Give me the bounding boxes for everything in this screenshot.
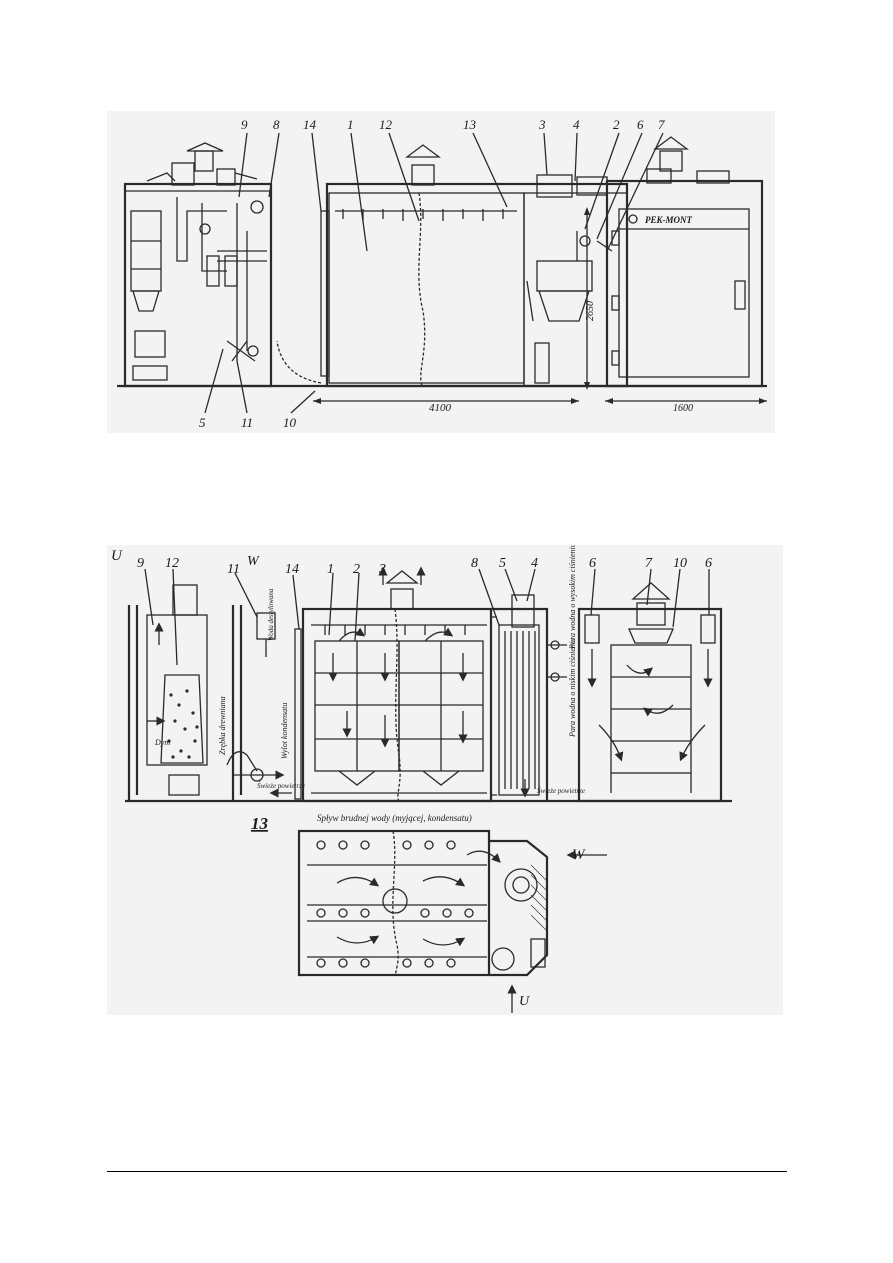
- callout-12: 12: [165, 556, 179, 571]
- callout-7: 7: [645, 556, 653, 571]
- chamber-end-section: [577, 582, 723, 803]
- callout-2: 2: [613, 117, 620, 132]
- label-steam-low: Para wodna o niskim ciśnieniu: [568, 638, 577, 738]
- callout-10: 10: [673, 556, 687, 571]
- callout-8: 8: [273, 117, 280, 132]
- callout-5: 5: [499, 556, 506, 571]
- label-wood-chips: Zrębka drewniana: [218, 696, 227, 755]
- callout-13: 13: [463, 117, 477, 132]
- callout-14: 14: [285, 562, 299, 577]
- plan-view: W U: [297, 829, 607, 1013]
- callout-1: 1: [327, 562, 334, 577]
- callout-9: 9: [137, 556, 144, 571]
- callout-8: 8: [471, 556, 478, 571]
- callout-7: 7: [658, 117, 665, 132]
- label-steam-high: Para wodna o wysokim ciśnieniu: [568, 545, 577, 650]
- callout-4: 4: [531, 556, 538, 571]
- label-fresh-air-right: Świeże powietrze: [537, 787, 585, 795]
- label-fresh-air-left: Świeże powietrze: [257, 782, 305, 790]
- callout-5: 5: [199, 415, 206, 430]
- callout-1: 1: [347, 117, 354, 132]
- figure-external-views: 2650 4100 PEK-MONT 1600: [107, 111, 775, 433]
- figure-sections-and-plan: U W Dym Zrębka drewniana Woda destylowan…: [107, 545, 783, 1015]
- water-inlet-section: Woda destylowana Wylot kondensatu Świeże…: [226, 588, 305, 801]
- label-smoke: Dym: [154, 738, 170, 747]
- front-elevation-view: 2650 4100: [276, 144, 629, 414]
- callout-12: 12: [379, 117, 393, 132]
- label-w-top: W: [247, 554, 260, 569]
- label-u-corner: U: [111, 548, 123, 564]
- callout-labels-fig2: 9 12 11 14 1 2 3 8 5 4 6 7 10 6: [137, 556, 712, 577]
- brand-label: PEK-MONT: [645, 215, 693, 225]
- label-condensate-outlet: Wylot kondensatu: [280, 703, 289, 759]
- callout-11: 11: [227, 562, 240, 577]
- drawing-sections: U W Dym Zrębka drewniana Woda destylowan…: [111, 545, 732, 1013]
- footer-rule: [107, 1171, 787, 1172]
- smoke-generator-section: Dym Zrębka drewniana: [127, 584, 227, 801]
- door-elevation-view: PEK-MONT 1600: [605, 136, 767, 414]
- callout-2: 2: [353, 562, 360, 577]
- label-u-plan: U: [519, 994, 530, 1009]
- callout-leaders-fig2: [144, 568, 710, 666]
- main-chamber-section: [294, 566, 493, 803]
- callout-3: 3: [378, 562, 386, 577]
- heat-exchanger-section: Świeże powietrze Para wodna o wysokim ci…: [490, 545, 585, 801]
- callout-6-left: 6: [589, 556, 596, 571]
- dim-depth-label: 1600: [673, 403, 693, 414]
- callout-14: 14: [303, 117, 317, 132]
- dim-width-label: 4100: [429, 402, 452, 414]
- callout-10: 10: [283, 415, 297, 430]
- callout-11: 11: [241, 415, 253, 430]
- brand-logo-icon: [628, 214, 638, 224]
- callout-9: 9: [241, 117, 248, 132]
- label-distilled-water: Woda destylowana: [267, 588, 275, 641]
- callout-leaders: [204, 132, 664, 414]
- side-section-view: [123, 142, 273, 388]
- drawing-external-views: 2650 4100 PEK-MONT 1600: [117, 117, 767, 430]
- callout-13: 13: [251, 814, 269, 833]
- dim-height-label: 2650: [585, 301, 596, 321]
- callout-labels: 9 8 14 1 12 13 3 4 2 6 7 5 11 10: [199, 117, 665, 430]
- callout-4: 4: [573, 117, 580, 132]
- label-drain: Spływ brudnej wody (myjącej, kondensatu): [317, 813, 472, 823]
- callout-6-right: 6: [705, 556, 712, 571]
- callout-6: 6: [637, 117, 644, 132]
- callout-3: 3: [538, 117, 546, 132]
- label-w-plan: W: [572, 847, 586, 863]
